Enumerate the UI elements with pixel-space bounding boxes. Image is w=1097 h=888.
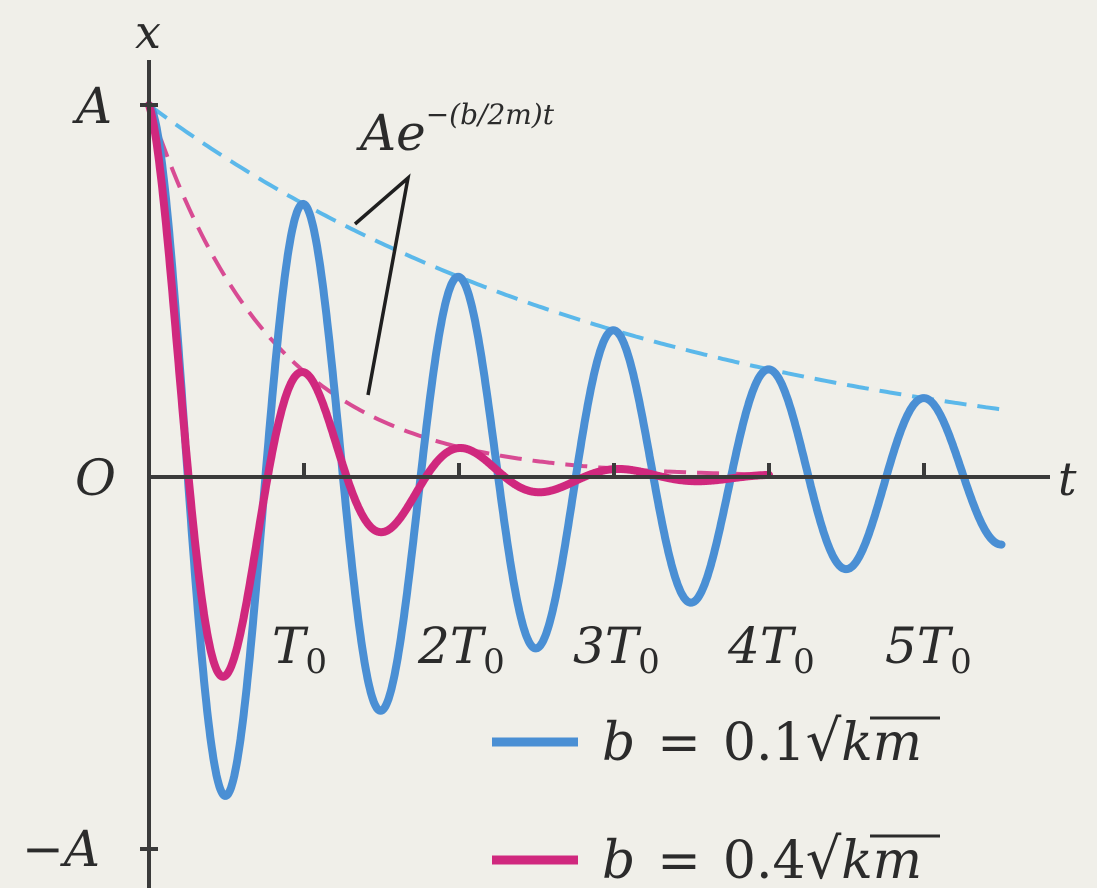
sqrt-sign: √: [806, 827, 842, 888]
x-tick-label-4: 4T0: [727, 617, 815, 682]
oscillation-curve-light-damping: [145, 101, 1006, 800]
annotation-pointer-lines: [353, 173, 411, 396]
sqrt-sign: √: [806, 709, 842, 774]
x-tick-label-3: 3T0: [573, 617, 660, 682]
legend-label-heavy-damping: b=0.4√km: [602, 827, 922, 888]
origin-label: O: [75, 449, 116, 507]
x-tick-label-2: 2T0: [417, 617, 505, 682]
x-tick-label-1: T0: [272, 617, 327, 682]
envelope-annotation: Ae−(b/2m)t: [356, 98, 555, 162]
x-tick-label-5: 5T0: [885, 617, 972, 682]
envelope-curve-heavy-damping: [147, 104, 770, 477]
envelope-curve-light-damping: [147, 103, 1002, 412]
x-axis-label: t: [1058, 452, 1077, 506]
y-axis-label: x: [135, 5, 161, 59]
y-tick-label-a: A: [72, 77, 112, 135]
y-tick-label-minus-a: −A: [22, 820, 100, 878]
legend-label-light-damping: b=0.1√km: [602, 709, 922, 774]
